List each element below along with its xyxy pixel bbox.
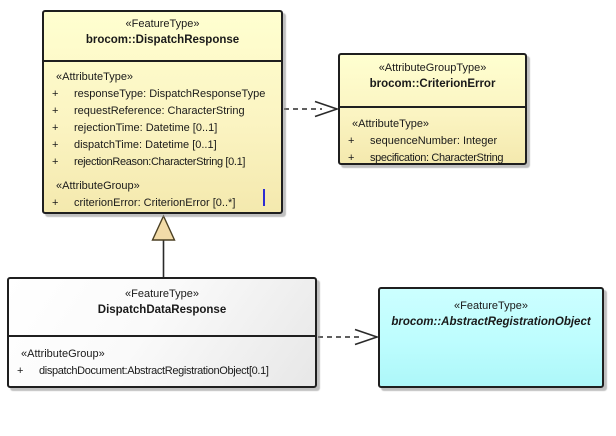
attribute-row[interactable]: + responseType: DispatchResponseType: [44, 86, 281, 103]
visibility-plus: +: [52, 105, 59, 117]
class-box-criterion-error[interactable]: «AttributeGroupType» brocom::CriterionEr…: [338, 53, 527, 165]
dependency-arrow-abstract-registration-object[interactable]: [318, 328, 380, 346]
visibility-plus: +: [348, 152, 355, 164]
class-stereotype: «FeatureType»: [125, 288, 199, 300]
attribute-text: rejectionReason:CharacterString [0.1]: [74, 156, 246, 168]
attribute-row[interactable]: + specification: CharacterString: [340, 150, 525, 167]
class-attributes-compartment: «AttributeType» + sequenceNumber: Intege…: [340, 108, 525, 167]
visibility-plus: +: [52, 139, 59, 151]
attribute-group-heading: «AttributeGroup»: [21, 348, 105, 360]
attribute-row[interactable]: + dispatchTime: Datetime [0..1]: [44, 137, 281, 154]
class-name: brocom::CriterionError: [369, 78, 496, 90]
attribute-row[interactable]: + rejectionReason:CharacterString [0.1]: [44, 154, 281, 171]
visibility-plus: +: [17, 365, 24, 377]
class-box-dispatch-data-response[interactable]: «FeatureType» DispatchDataResponse «Attr…: [7, 277, 317, 388]
attribute-row[interactable]: + dispatchDocument:AbstractRegistrationO…: [9, 363, 315, 380]
attribute-text: dispatchTime: Datetime [0..1]: [74, 139, 217, 151]
visibility-plus: +: [52, 197, 59, 209]
attribute-text: dispatchDocument:AbstractRegistrationObj…: [39, 365, 269, 377]
class-attributes-compartment: «AttributeGroup» + dispatchDocument:Abst…: [9, 337, 315, 380]
visibility-plus: +: [348, 135, 355, 147]
attribute-row[interactable]: + requestReference: CharacterString: [44, 103, 281, 120]
class-name: brocom::DispatchResponse: [85, 34, 240, 46]
attribute-text: responseType: DispatchResponseType: [74, 88, 266, 100]
class-name: brocom::AbstractRegistrationObject: [391, 316, 591, 328]
text-cursor: [263, 189, 265, 206]
class-stereotype: «AttributeGroupType»: [378, 62, 487, 74]
attribute-text: sequenceNumber: Integer: [370, 135, 498, 147]
class-stereotype: «FeatureType»: [125, 18, 200, 30]
attribute-text: specification: CharacterString: [370, 152, 504, 164]
class-header: «AttributeGroupType» brocom::CriterionEr…: [340, 55, 525, 108]
generalization-arrow[interactable]: [151, 214, 176, 277]
attribute-row[interactable]: + sequenceNumber: Integer: [340, 133, 525, 150]
visibility-plus: +: [52, 122, 59, 134]
class-name: DispatchDataResponse: [97, 304, 227, 316]
attribute-text: criterionError: CriterionError [0..*]: [74, 197, 236, 209]
attribute-type-heading: «AttributeType»: [352, 118, 430, 130]
class-header: «FeatureType» brocom::AbstractRegistrati…: [380, 289, 602, 330]
dependency-arrow-criterion-error[interactable]: [284, 100, 340, 118]
visibility-plus: +: [52, 156, 59, 168]
attribute-type-heading: «AttributeType»: [56, 71, 134, 83]
class-box-abstract-registration-object[interactable]: «FeatureType» brocom::AbstractRegistrati…: [378, 287, 604, 388]
attribute-text: rejectionTime: Datetime [0..1]: [74, 122, 218, 134]
class-header: «FeatureType» DispatchDataResponse: [9, 279, 315, 337]
attribute-text: requestReference: CharacterString: [74, 105, 245, 117]
attribute-row[interactable]: + criterionError: CriterionError [0..*]: [44, 195, 281, 212]
attribute-row[interactable]: + rejectionTime: Datetime [0..1]: [44, 120, 281, 137]
class-box-dispatch-response[interactable]: «FeatureType» brocom::DispatchResponse «…: [42, 10, 283, 214]
class-stereotype: «FeatureType»: [454, 300, 528, 312]
visibility-plus: +: [52, 88, 59, 100]
class-header: «FeatureType» brocom::DispatchResponse: [44, 12, 281, 62]
class-attributes-compartment: «AttributeType» + responseType: Dispatch…: [44, 62, 281, 212]
attribute-group-heading: «AttributeGroup»: [56, 180, 140, 192]
